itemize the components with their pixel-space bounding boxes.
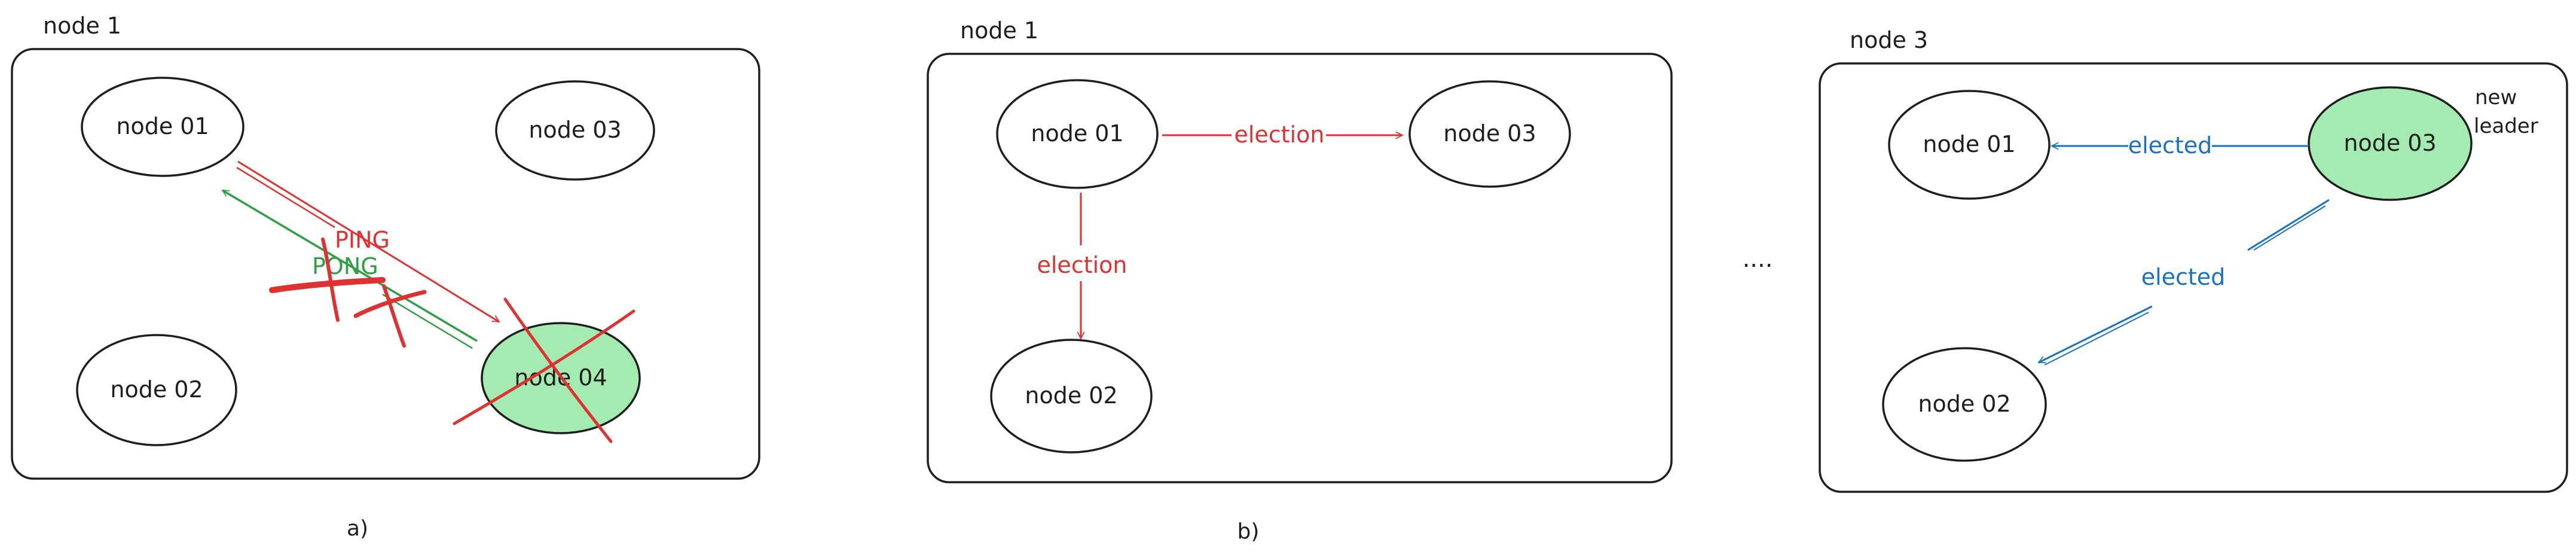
panel-c-node-03-leader: node 03 (2308, 86, 2473, 201)
panel-a-ping-label: PING (335, 227, 390, 253)
panel-b-node-02-label: node 02 (1025, 382, 1117, 409)
panel-b-election-down-label: election (1037, 252, 1127, 278)
panel-a-ping-arrow (236, 160, 499, 323)
panel-b-election-right-label: election (1234, 121, 1325, 148)
panel-a-node-02-shape (76, 334, 237, 446)
panel-a-pong-label: PONG (312, 253, 378, 279)
panel-b-node-03-shape (1408, 80, 1571, 188)
panel-b-node-03: node 03 (1408, 80, 1571, 188)
panel-a-title: node 1 (43, 13, 121, 39)
panel-c-node-03-label: node 03 (2343, 130, 2436, 156)
panel-b: node 1 node 01 node 03 node 02 election … (927, 17, 1673, 544)
panel-c-elected-diag-label: elected (2141, 264, 2226, 290)
panel-a-node-04-cross-2 (453, 309, 635, 425)
panel-c-elected-diag-seg-3 (2039, 305, 2153, 364)
panel-a-ping-line (237, 160, 499, 323)
panel-c-title: node 3 (1850, 27, 1928, 53)
panel-c-elected-diag-seg-2 (2253, 205, 2326, 251)
panel-c-node-02: node 02 (1882, 347, 2047, 462)
panel-a-cross-strike-1 (269, 277, 386, 293)
panel-b-node-02-shape (990, 339, 1153, 454)
panel-a-frame (11, 48, 760, 480)
panel-b-caption: b) (1237, 519, 1260, 544)
panel-c-elected-arrow-diag: elected (2039, 199, 2330, 366)
panel-a-node-04-cross (453, 297, 635, 443)
panel-a-cross-strike-4 (382, 284, 406, 348)
panel-a-node-01-label: node 01 (116, 113, 209, 139)
panel-a-node-01: node 01 (81, 77, 245, 177)
panel-c-node-02-shape (1882, 347, 2047, 462)
panel-b-node-01-label: node 01 (1031, 120, 1123, 147)
panel-b-node-01-shape (996, 79, 1159, 189)
panel-a-cross-strike-3 (353, 290, 427, 318)
panel-a-pong-arrow (222, 189, 478, 349)
panel-c-frame (1819, 62, 2568, 493)
panel-b-election-arrow-right: election (1162, 121, 1402, 148)
panel-a-node-03-label: node 03 (528, 117, 621, 143)
panel-c-node-01-label: node 01 (1923, 131, 2015, 157)
panel-ellipsis: .... (1743, 245, 1773, 273)
panel-a-node-02: node 02 (76, 334, 237, 446)
panel-a-node-01-shape (81, 77, 245, 177)
panel-c-new-leader-line1: new (2475, 86, 2517, 109)
panel-a-node-03: node 03 (495, 80, 655, 181)
panel-c-node-01: node 01 (1888, 90, 2051, 200)
panel-c-elected-left-label: elected (2128, 132, 2213, 159)
panel-c: node 3 node 01 node 03 node 02 new leade… (1819, 27, 2568, 493)
panel-a-node-02-label: node 02 (110, 376, 203, 403)
panel-a: node 1 node 01 node 03 node 02 node 04 (11, 13, 760, 541)
panel-c-elected-diag-seg-1 (2247, 199, 2330, 251)
panel-b-frame (927, 53, 1673, 483)
panel-b-node-02: node 02 (990, 339, 1153, 454)
panel-b-title: node 1 (960, 17, 1038, 44)
panel-a-node-03-shape (495, 80, 655, 181)
panel-a-pong-line-2 (382, 293, 473, 349)
panel-a-cross-strike-2 (321, 238, 340, 322)
panel-c-node-02-label: node 02 (1918, 391, 2010, 417)
panel-c-node-01-shape (1888, 90, 2051, 200)
panel-a-cross-marks (269, 238, 427, 348)
panel-a-caption: a) (347, 516, 368, 541)
panel-c-new-leader-line2: leader (2474, 114, 2538, 138)
panel-b-node-03-label: node 03 (1443, 120, 1536, 147)
panel-b-node-01: node 01 (996, 79, 1159, 189)
panel-c-elected-diag-seg-4 (2044, 312, 2149, 366)
panel-a-pong-line (222, 189, 478, 342)
panel-b-election-arrow-down: election (1037, 193, 1127, 339)
panel-c-node-03-shape (2308, 86, 2473, 201)
panel-c-elected-arrow-left: elected (2052, 132, 2308, 159)
panel-a-ping-line-2 (236, 166, 335, 229)
panel-a-node-04-cross-1 (503, 297, 613, 443)
